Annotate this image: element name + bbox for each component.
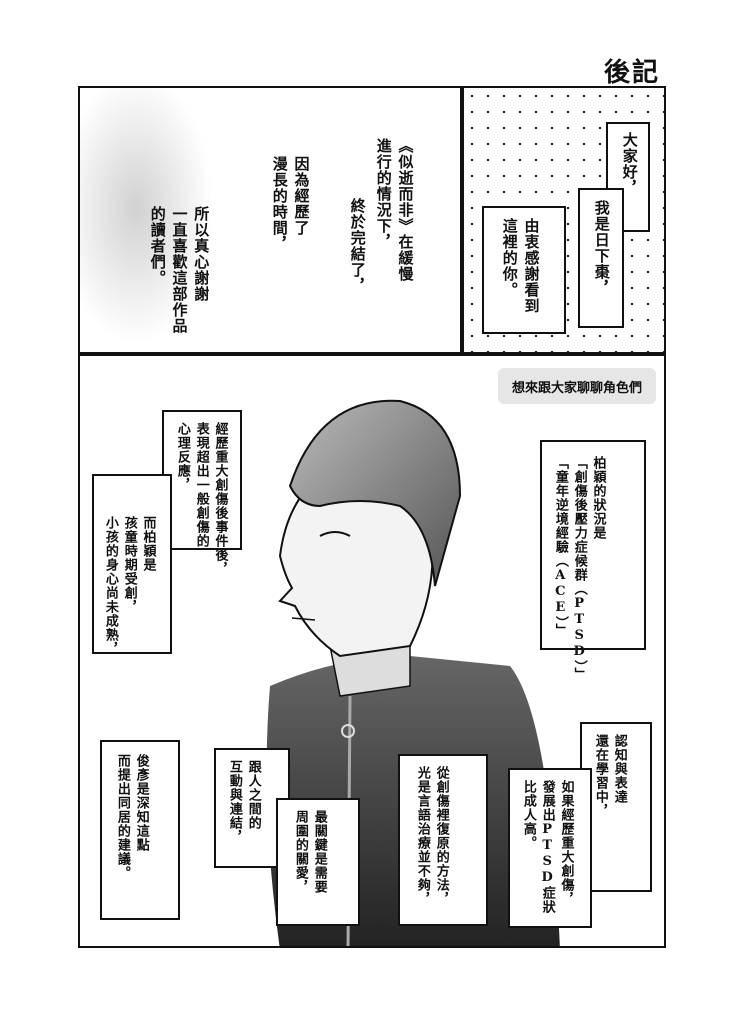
recovery-caption: 從創傷裡復原的方法， 光是言語治療並不夠，	[398, 754, 488, 926]
page-title: 後記	[604, 58, 661, 88]
intro-panel: 《似逝而非》在緩慢 進行的情況下， 終於完結了， 因為經歷了 漫長的時間， 所以…	[78, 86, 462, 354]
cohabitation-caption: 俊彥是深知這點 而提出同居的建議。	[100, 740, 180, 920]
ptsd-caption: 柏穎的狀況是 「創傷後壓力症候群（PTSD）」 「童年逆境經驗（ACE）」	[540, 440, 646, 682]
trauma-caption-b: 而柏穎是 孩童時期受創， 小孩的身心尚未成熟，	[92, 474, 172, 656]
intro-text-4: 所以真心謝謝 一直喜歡這部作品 的讀者們。	[148, 206, 211, 334]
greeting-bubble-2: 我是日下棗，	[578, 188, 624, 328]
intro-text-1: 《似逝而非》在緩慢 進行的情況下，	[374, 138, 415, 282]
intro-text-3: 因為經歷了 漫長的時間，	[270, 156, 311, 252]
greeting-panel: 大家好， 我是日下棗， 由衷感謝看到 這裡的你。	[462, 86, 666, 354]
topic-tag: 想來跟大家聊聊角色們	[498, 368, 656, 404]
cognition-caption-a: 認知與表達 還在學習中，	[580, 722, 652, 892]
trauma-caption-a: 經歷重大創傷後事件後， 表現超出一般創傷的 心理反應，	[162, 410, 242, 576]
interaction-caption-b: 最關鍵是需要 周圍的關愛，	[276, 798, 360, 926]
speckle-texture	[80, 88, 220, 352]
greeting-bubble-3: 由衷感謝看到 這裡的你。	[482, 206, 566, 334]
intro-text-2: 終於完結了，	[348, 198, 367, 294]
cognition-caption-b: 如果經歷重大創傷， 發展出PTSD症狀 比成人高。	[508, 768, 592, 928]
character-panel: 想來跟大家聊聊角色們 柏穎的狀況是 「創傷後壓力症候群（PTSD）」 「童年逆境…	[78, 354, 666, 948]
